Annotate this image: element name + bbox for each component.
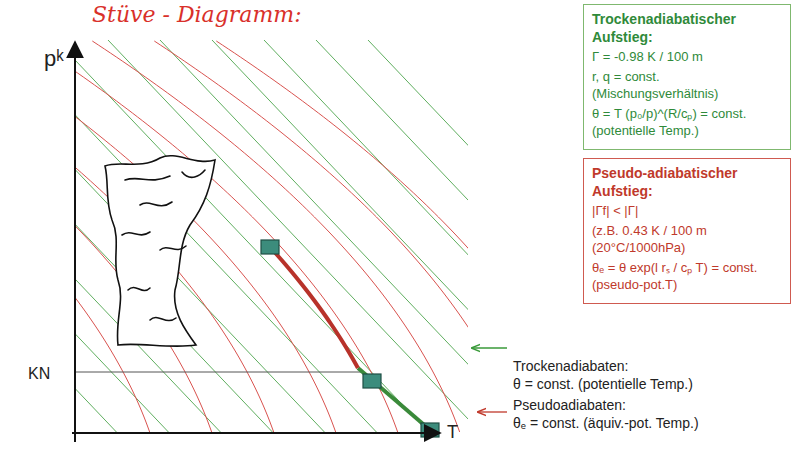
- cloud-stroke: [128, 287, 150, 290]
- cloud-sketch: [105, 156, 215, 347]
- dry-adiabat: [368, 40, 468, 432]
- axis-label: pᵏ: [44, 46, 64, 72]
- dry-ascent-path: [358, 368, 430, 430]
- parcel-marker: [363, 374, 381, 388]
- moist-ascent-box: Pseudo-adiabatischer Aufstieg: |Γf| < |Γ|…: [583, 158, 791, 304]
- cloud-stroke: [122, 232, 150, 235]
- cloud-outline: [105, 156, 215, 347]
- cloud-stroke: [150, 317, 176, 320]
- pseudo-adiabat: [76, 41, 274, 432]
- condensation-level-line: [75, 372, 362, 373]
- pseudo-adiabat: [216, 41, 468, 432]
- pseudo-adiabat: [154, 41, 468, 432]
- cloud-stroke: [182, 170, 205, 177]
- dry-adiabat: [160, 40, 468, 432]
- box-heading: Trockenadiabatischer Aufstieg:: [592, 10, 783, 46]
- pressure-axis: [74, 42, 76, 442]
- box-text: |Γf| < |Γ|: [592, 203, 783, 220]
- annotation-text: Pseudoadiabaten:: [513, 397, 626, 414]
- formula-text: θₑ = θ exp(l rₛ / cₚ T) = const. (pseudo…: [592, 260, 783, 294]
- parcel-ascent: [261, 240, 439, 437]
- cloud-stroke: [125, 176, 170, 180]
- dry-adiabat: [76, 40, 221, 432]
- axis-label: T: [447, 422, 458, 444]
- box-heading: Pseudo-adiabatischer Aufstieg:: [592, 164, 783, 200]
- formula-text: θ = T (p₀/p)^(R/cₚ) = const. (potentiell…: [592, 106, 783, 140]
- box-text: Γ = -0.98 K / 100 m: [592, 49, 783, 66]
- cloud-stroke: [140, 202, 172, 206]
- isoline-group: [76, 40, 468, 432]
- pseudo-adiabat: [76, 41, 398, 432]
- dry-adiabat: [212, 40, 468, 432]
- parcel-marker: [421, 423, 439, 437]
- box-text: r, q = const. (Mischungsverhältnis): [592, 69, 783, 103]
- dry-ascent-box: Trockenadiabatischer Aufstieg: Γ = -0.98 …: [583, 4, 791, 150]
- level-label: KN: [28, 364, 50, 383]
- box-text: (z.B. 0.43 K / 100 m (20°C/1000hPa): [592, 223, 783, 257]
- diagram-title: Stüve - Diagramm:: [92, 2, 302, 27]
- leader-arrow: [478, 411, 507, 412]
- dry-adiabat: [76, 40, 429, 432]
- annotation-text: θₑ = const. (äquiv.-pot. Temp.): [513, 415, 699, 432]
- pseudo-adiabat: [92, 41, 460, 432]
- temperature-axis: [72, 432, 440, 434]
- dry-adiabat: [264, 40, 468, 432]
- parcel-marker: [261, 240, 279, 254]
- annotation-text: θ = const. (potentielle Temp.): [513, 376, 693, 393]
- dry-adiabat: [76, 40, 117, 432]
- dry-adiabat: [316, 40, 468, 432]
- leader-arrow: [472, 347, 507, 348]
- annotation-text: Trockenadiabaten:: [513, 358, 628, 375]
- cloud-stroke: [160, 246, 186, 250]
- moist-ascent-path: [271, 248, 358, 368]
